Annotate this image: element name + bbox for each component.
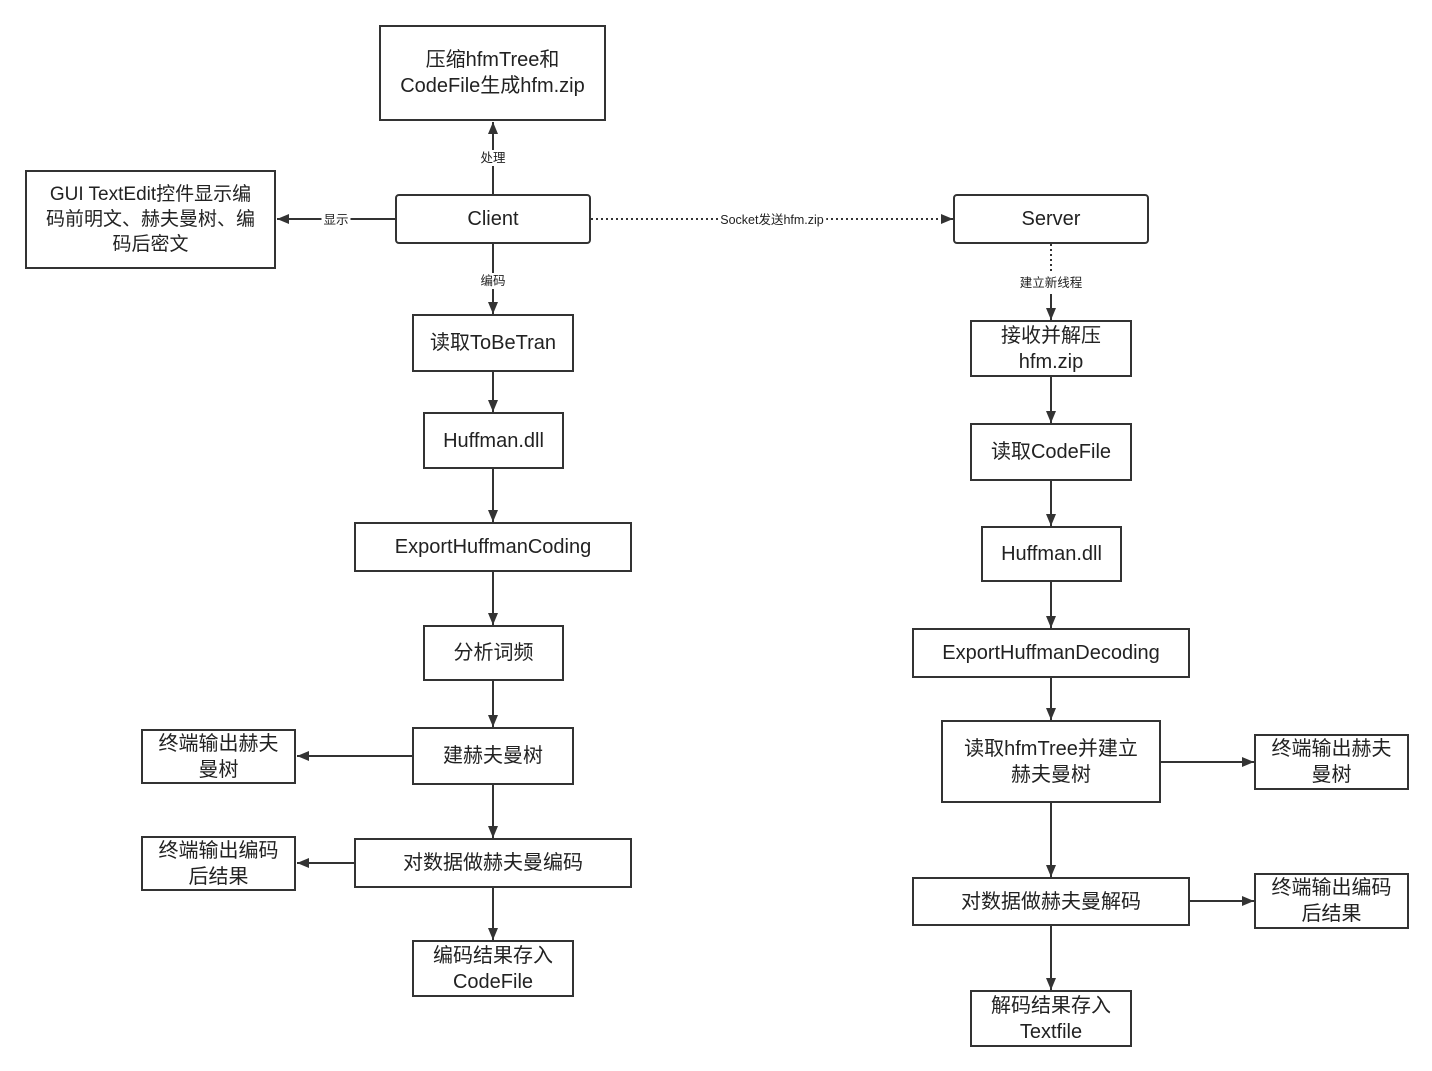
edge-label-process: 处理 <box>478 150 508 166</box>
node-label-line: CodeFile <box>452 970 534 993</box>
node-label-line: Textfile <box>1019 1020 1083 1043</box>
node-label-line: 压缩hfmTree和 <box>425 49 560 71</box>
node-gui-textedit: GUI TextEdit控件显示编 码前明文、赫夫曼树、编 码后密文 <box>25 170 276 269</box>
node-label-line: 码后密文 <box>112 234 189 255</box>
node-compress-zip: 压缩hfmTree和 CodeFile生成hfm.zip <box>379 25 606 121</box>
node-receive-unzip: 接收并解压 hfm.zip <box>970 320 1132 377</box>
node-label-line: 赫夫曼树 <box>1011 763 1091 786</box>
node-label-line: 曼树 <box>1311 764 1352 786</box>
node-build-tree-left: 建赫夫曼树 <box>412 727 574 785</box>
node-label-line: CodeFile生成hfm.zip <box>400 75 585 97</box>
edge-label-socket: Socket发送hfm.zip <box>718 212 826 228</box>
node-label-line: 终端输出赫夫 <box>158 732 279 755</box>
node-export-huffman-decoding: ExportHuffmanDecoding <box>912 628 1190 678</box>
node-label-line: GUI TextEdit控件显示编 <box>49 184 252 205</box>
node-label-line: 对数据做赫夫曼解码 <box>961 890 1141 913</box>
node-label-line: 编码结果存入 <box>433 944 553 967</box>
node-label-line: 后结果 <box>188 865 249 888</box>
edge-label-new-thread: 建立新线程 <box>1017 275 1085 291</box>
node-label-line: Server <box>1021 208 1081 230</box>
node-save-codefile: 编码结果存入 CodeFile <box>412 940 574 997</box>
node-label-line: 终端输出编码 <box>158 839 279 862</box>
node-label-line: Huffman.dll <box>443 429 544 452</box>
node-label-line: 建赫夫曼树 <box>443 745 543 767</box>
node-label-line: 后结果 <box>1301 903 1362 925</box>
node-label-line: Client <box>467 208 519 230</box>
node-decode-data: 对数据做赫夫曼解码 <box>912 877 1190 926</box>
node-label-line: 读取ToBeTran <box>430 332 556 354</box>
node-read-tobetran: 读取ToBeTran <box>412 314 574 372</box>
node-label-line: 码前明文、赫夫曼树、编 <box>45 209 255 230</box>
node-label-line: 接收并解压 <box>1001 324 1101 347</box>
node-label-line: ExportHuffmanDecoding <box>942 642 1160 664</box>
node-label-line: 曼树 <box>198 758 239 781</box>
node-label-line: hfm.zip <box>1018 350 1084 373</box>
node-save-textfile: 解码结果存入 Textfile <box>970 990 1132 1047</box>
node-label-line: Huffman.dll <box>1001 543 1102 565</box>
node-label-line: 读取hfmTree并建立 <box>964 737 1138 760</box>
node-huffman-dll-right: Huffman.dll <box>981 526 1122 582</box>
node-client: Client <box>395 194 591 244</box>
edge-label-display: 显示 <box>321 212 351 228</box>
node-label-line: ExportHuffmanCoding <box>394 536 592 558</box>
node-print-result-left: 终端输出编码 后结果 <box>141 836 296 891</box>
node-analyze-frequency: 分析词频 <box>423 625 564 681</box>
node-server: Server <box>953 194 1149 244</box>
node-label-line: 读取CodeFile <box>990 441 1112 463</box>
node-print-result-right: 终端输出编码 后结果 <box>1254 873 1409 929</box>
edge-label-encode: 编码 <box>478 273 508 289</box>
node-label-line: 解码结果存入 <box>991 994 1111 1017</box>
node-read-hfmtree: 读取hfmTree并建立 赫夫曼树 <box>941 720 1161 803</box>
node-read-codefile: 读取CodeFile <box>970 423 1132 481</box>
node-export-huffman-coding: ExportHuffmanCoding <box>354 522 632 572</box>
node-label-line: 对数据做赫夫曼编码 <box>403 852 583 874</box>
node-label-line: 终端输出赫夫 <box>1271 738 1392 760</box>
node-label-line: 分析词频 <box>453 642 534 664</box>
node-print-tree-right: 终端输出赫夫 曼树 <box>1254 734 1409 790</box>
node-print-tree-left: 终端输出赫夫 曼树 <box>141 729 296 784</box>
node-huffman-dll-left: Huffman.dll <box>423 412 564 469</box>
node-label-line: 终端输出编码 <box>1271 877 1392 899</box>
node-encode-data: 对数据做赫夫曼编码 <box>354 838 632 888</box>
